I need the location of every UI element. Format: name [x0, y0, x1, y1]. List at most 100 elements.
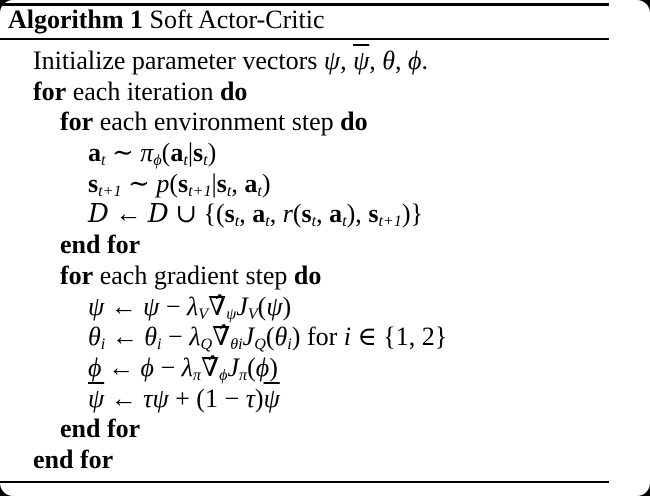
math-segment: s — [224, 199, 235, 229]
math-segment: each environment step — [93, 107, 341, 137]
math-segment: − — [161, 322, 190, 352]
math-segment: ∇̂ — [208, 291, 227, 321]
math-segment: p — [156, 168, 170, 198]
math-segment: ( — [169, 168, 178, 198]
line-end-for-gradient: end for — [0, 414, 650, 445]
math-segment: t — [183, 152, 188, 170]
math-segment: π — [239, 366, 248, 384]
math-segment: Q — [200, 336, 213, 354]
math-segment: + (1 − — [168, 383, 246, 413]
math-segment: ← — [105, 322, 145, 352]
math-segment: t+1 — [188, 182, 212, 200]
algorithm-title: Algorithm 1 Soft Actor-Critic — [8, 5, 325, 35]
math-segment: ) — [207, 138, 217, 168]
math-segment: ϕ — [88, 352, 102, 382]
math-segment: end for — [33, 444, 114, 474]
math-segment: for — [33, 76, 67, 106]
bottom-rule — [0, 480, 609, 483]
math-segment: τ — [143, 383, 153, 413]
line-replay-buffer-update: D ← D ∪ {(st, at, r(st, at), st+1)} — [0, 199, 650, 230]
math-segment: ( — [257, 291, 267, 321]
math-segment: ( — [161, 138, 171, 168]
math-segment: t — [203, 152, 208, 170]
math-segment: each iteration — [66, 76, 220, 106]
math-segment: s — [193, 138, 204, 168]
math-segment: i — [343, 322, 351, 352]
line-for-iteration: for each iteration do — [0, 77, 650, 108]
math-segment: λ — [181, 352, 193, 382]
line-end-for-iteration: end for — [0, 445, 650, 476]
line-policy-update: ϕ ← ϕ − λπ∇̂ϕJπ(ϕ) — [0, 353, 650, 384]
math-segment: θ — [88, 322, 101, 352]
math-segment: , — [395, 46, 408, 75]
math-segment: ∼ — [105, 138, 141, 168]
math-segment: ϕ — [219, 366, 228, 384]
math-segment: θ — [382, 46, 395, 75]
math-segment: ∪ {( — [168, 199, 225, 229]
math-segment: ∈ {1, 2} — [351, 322, 448, 352]
math-segment: D — [88, 199, 109, 230]
math-segment: ψ — [263, 383, 280, 413]
math-segment: J — [242, 322, 255, 352]
line-q-update: θi ← θi − λQ∇̂θiJQ(θi) for i ∈ {1, 2} — [0, 322, 650, 353]
math-segment: | — [211, 168, 217, 198]
math-segment: ψ — [353, 46, 370, 75]
math-segment: a — [329, 199, 343, 229]
math-segment: a — [252, 199, 266, 229]
math-segment: s — [178, 168, 189, 198]
math-segment: J — [236, 291, 248, 321]
math-segment: a — [244, 168, 258, 198]
math-segment: end for — [60, 230, 141, 260]
math-segment: ) — [282, 291, 292, 321]
math-segment: | — [187, 138, 194, 168]
math-segment: r — [282, 199, 293, 229]
math-segment: t+1 — [98, 182, 122, 200]
top-rule — [0, 2, 609, 6]
math-segment: t — [265, 213, 270, 231]
math-segment: D — [147, 199, 169, 230]
math-segment: t — [101, 152, 106, 170]
math-segment: ), — [346, 199, 369, 229]
math-segment: ← — [108, 199, 148, 229]
math-segment: )} — [401, 199, 423, 229]
math-segment: i — [287, 336, 292, 354]
line-sample-action: at ∼ πϕ(at|st) — [0, 138, 650, 169]
math-segment: − — [153, 352, 182, 382]
math-segment: θ — [274, 322, 288, 352]
math-segment: π — [140, 138, 154, 168]
math-segment: λ — [186, 291, 199, 321]
math-segment: ϕ — [408, 46, 422, 75]
math-segment: t — [226, 182, 232, 200]
math-segment: ( — [265, 322, 275, 352]
math-segment: ← — [104, 383, 144, 413]
math-segment: τ — [245, 383, 255, 413]
math-segment: ) — [269, 352, 278, 382]
line-target-update: ψ ← τψ + (1 − τ)ψ — [0, 384, 650, 415]
math-segment: V — [198, 305, 209, 323]
math-segment: ψ — [88, 383, 105, 413]
math-segment: Q — [254, 336, 266, 354]
math-segment: each gradient step — [93, 260, 294, 290]
math-segment: end for — [60, 414, 141, 444]
math-segment: ) — [261, 168, 271, 198]
math-segment: t — [342, 213, 347, 231]
math-segment: ← — [104, 291, 144, 321]
math-segment: ψ — [143, 291, 160, 321]
math-segment: ∇̂ — [200, 352, 220, 382]
math-segment: do — [293, 260, 322, 290]
line-initialize: Initialize parameter vectors ψ, ψ, θ, ϕ. — [0, 46, 650, 77]
math-segment: i — [100, 336, 106, 354]
line-for-environment-step: for each environment step do — [0, 107, 650, 138]
line-end-for-environment: end for — [0, 230, 650, 261]
math-segment: ( — [292, 199, 302, 229]
math-segment: s — [368, 199, 379, 229]
math-segment: ψ — [88, 291, 105, 321]
line-value-update: ψ ← ψ − λV∇̂ψJV(ψ) — [0, 292, 650, 323]
math-segment: do — [219, 76, 248, 106]
math-segment: , — [239, 199, 253, 229]
math-segment: ϕ — [153, 152, 162, 170]
math-segment: for — [60, 107, 94, 137]
math-segment: t — [257, 182, 262, 200]
algorithm-body: Initialize parameter vectors ψ, ψ, θ, ϕ.… — [0, 46, 650, 476]
